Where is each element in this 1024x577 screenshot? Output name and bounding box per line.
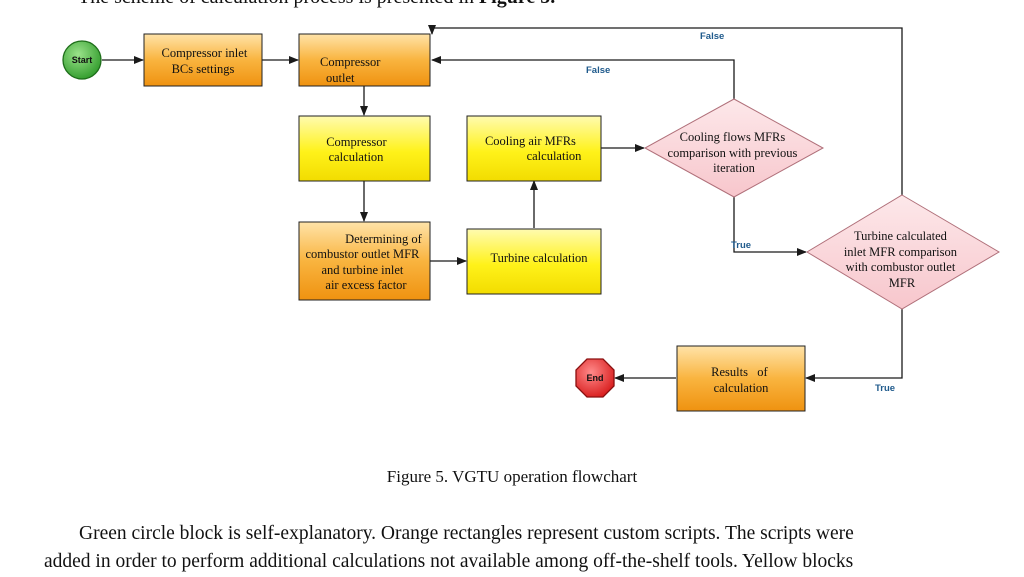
svg-text:Compressor outlet: Compressor outlet bbox=[320, 55, 384, 85]
svg-text:Results of calculation: Results of calculation bbox=[711, 365, 771, 395]
node-results: Results of calculation bbox=[676, 345, 806, 412]
compressor-calc-line1: Compressor bbox=[326, 135, 387, 149]
node-cooling-calculation: Cooling air MFRs calculation bbox=[466, 115, 602, 182]
combustor-line4: air excess factor bbox=[325, 278, 407, 292]
label-true-inner: True bbox=[731, 240, 751, 251]
decision-turbine-comparison: Turbine calculated inlet MFR comparison … bbox=[806, 194, 1000, 310]
edge-compare-false bbox=[431, 56, 735, 99]
turbine-calc-line1: Turbine calculation bbox=[490, 251, 588, 265]
cooling-compare-line1: Cooling flows MFRs bbox=[680, 130, 786, 144]
figure-reference: Figure 5. bbox=[479, 0, 555, 8]
edge-turbine-compare-false bbox=[428, 25, 903, 195]
end-node: End bbox=[575, 358, 615, 398]
results-line2: calculation bbox=[714, 381, 770, 395]
svg-text:Determining of combustor: Determining of combustor outlet MFR and … bbox=[305, 232, 424, 292]
label-false-inner: False bbox=[586, 65, 610, 76]
end-label: End bbox=[587, 373, 604, 383]
combustor-line2: combustor outlet MFR bbox=[305, 247, 420, 261]
figure-caption: Figure 5. VGTU operation flowchart bbox=[386, 467, 638, 486]
flowchart: False False True True Start Compressor i… bbox=[62, 25, 1000, 412]
start-label: Start bbox=[72, 55, 93, 65]
node-turbine-calculation: Turbine calculation bbox=[466, 228, 602, 295]
combustor-line1: Determining of bbox=[345, 232, 423, 246]
compressor-inlet-line1: Compressor inlet bbox=[162, 46, 248, 60]
node-compressor-calculation: Compressor calculation bbox=[298, 115, 431, 182]
edge-compare-true bbox=[733, 197, 807, 256]
edge-turbine-compare-true bbox=[805, 308, 903, 382]
cooling-calc-line2: calculation bbox=[527, 149, 583, 163]
start-node: Start bbox=[62, 40, 102, 80]
svg-text:Cooling flows MFRs compa: Cooling flows MFRs comparison with previ… bbox=[668, 130, 801, 175]
intro-sentence: The scheme of calculation process is pre… bbox=[78, 0, 555, 9]
svg-text:Cooling air MFRs calcula: Cooling air MFRs calculation bbox=[485, 134, 582, 163]
body-line-2: added in order to perform additional cal… bbox=[44, 551, 854, 572]
decision-cooling-comparison: Cooling flows MFRs comparison with previ… bbox=[643, 98, 825, 198]
body-line-1: Green circle block is self-explanatory. … bbox=[79, 523, 854, 544]
svg-text:Compressor calculation: Compressor calculation bbox=[326, 135, 390, 164]
results-line1: Results of bbox=[711, 365, 768, 379]
compressor-calc-line2: calculation bbox=[329, 150, 385, 164]
label-true-bottom: True bbox=[875, 383, 895, 394]
turbine-compare-line4: MFR bbox=[889, 276, 916, 290]
turbine-compare-line2: inlet MFR comparison bbox=[844, 245, 958, 259]
connectors bbox=[102, 25, 903, 382]
label-false-top: False bbox=[700, 31, 724, 42]
turbine-compare-line1: Turbine calculated bbox=[854, 229, 948, 243]
combustor-line3: and turbine inlet bbox=[321, 263, 403, 277]
turbine-compare-line3: with combustor outlet bbox=[846, 260, 956, 274]
body-paragraph: Green circle block is self-explanatory. … bbox=[44, 520, 1018, 576]
cooling-compare-line2: comparison with previous bbox=[668, 146, 798, 160]
intro-text: The scheme of calculation process is pre… bbox=[78, 0, 479, 8]
svg-text:Turbine calculated inlet: Turbine calculated inlet MFR comparison … bbox=[844, 229, 960, 290]
svg-text:Turbine calculation: Turbine calculation bbox=[490, 251, 588, 265]
compressor-inlet-line2: BCs settings bbox=[172, 62, 235, 76]
cooling-compare-line3: iteration bbox=[713, 161, 755, 175]
compressor-outlet-line1: Compressor bbox=[320, 55, 381, 69]
node-combustor-determination: Determining of combustor outlet MFR and … bbox=[298, 221, 431, 301]
node-compressor-outlet: Compressor outlet bbox=[298, 33, 431, 87]
compressor-outlet-line2: outlet bbox=[326, 71, 355, 85]
svg-text:Compressor inlet BCs set: Compressor inlet BCs settings bbox=[162, 46, 251, 76]
node-compressor-inlet: Compressor inlet BCs settings bbox=[143, 33, 263, 87]
cooling-calc-line1: Cooling air MFRs bbox=[485, 134, 576, 148]
